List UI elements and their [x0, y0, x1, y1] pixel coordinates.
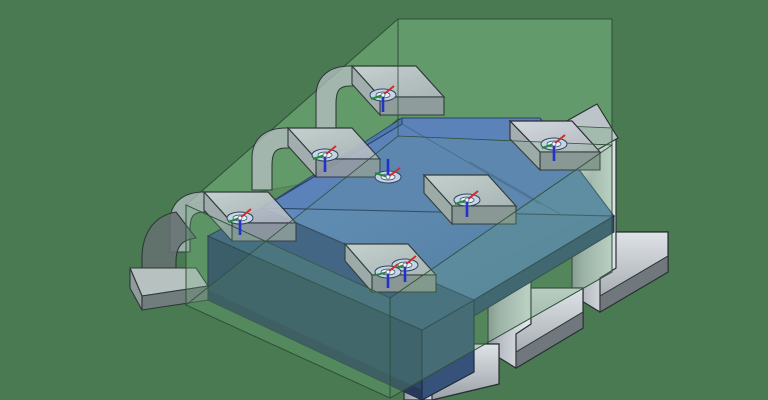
coordinate-markers[interactable]	[226, 85, 568, 288]
csys-2[interactable]	[311, 145, 339, 172]
axis-x	[239, 208, 252, 219]
axis-x	[466, 190, 479, 201]
csys-8[interactable]	[374, 263, 402, 288]
axis-x	[387, 167, 401, 178]
lead-2[interactable]	[251, 126, 382, 191]
csys-3[interactable]	[226, 208, 254, 235]
csys-6[interactable]	[540, 134, 568, 161]
csys-5[interactable]	[453, 190, 481, 217]
lead-1[interactable]	[315, 64, 446, 129]
axis-x	[382, 85, 395, 96]
axis-x	[404, 255, 417, 266]
csys-1[interactable]	[369, 85, 397, 112]
axis-x	[324, 145, 337, 156]
csys-4[interactable]	[374, 159, 402, 184]
axis-x	[553, 134, 566, 145]
lead-group-left-ghosted[interactable]	[129, 64, 446, 311]
lead-left-descend[interactable]	[129, 211, 209, 311]
